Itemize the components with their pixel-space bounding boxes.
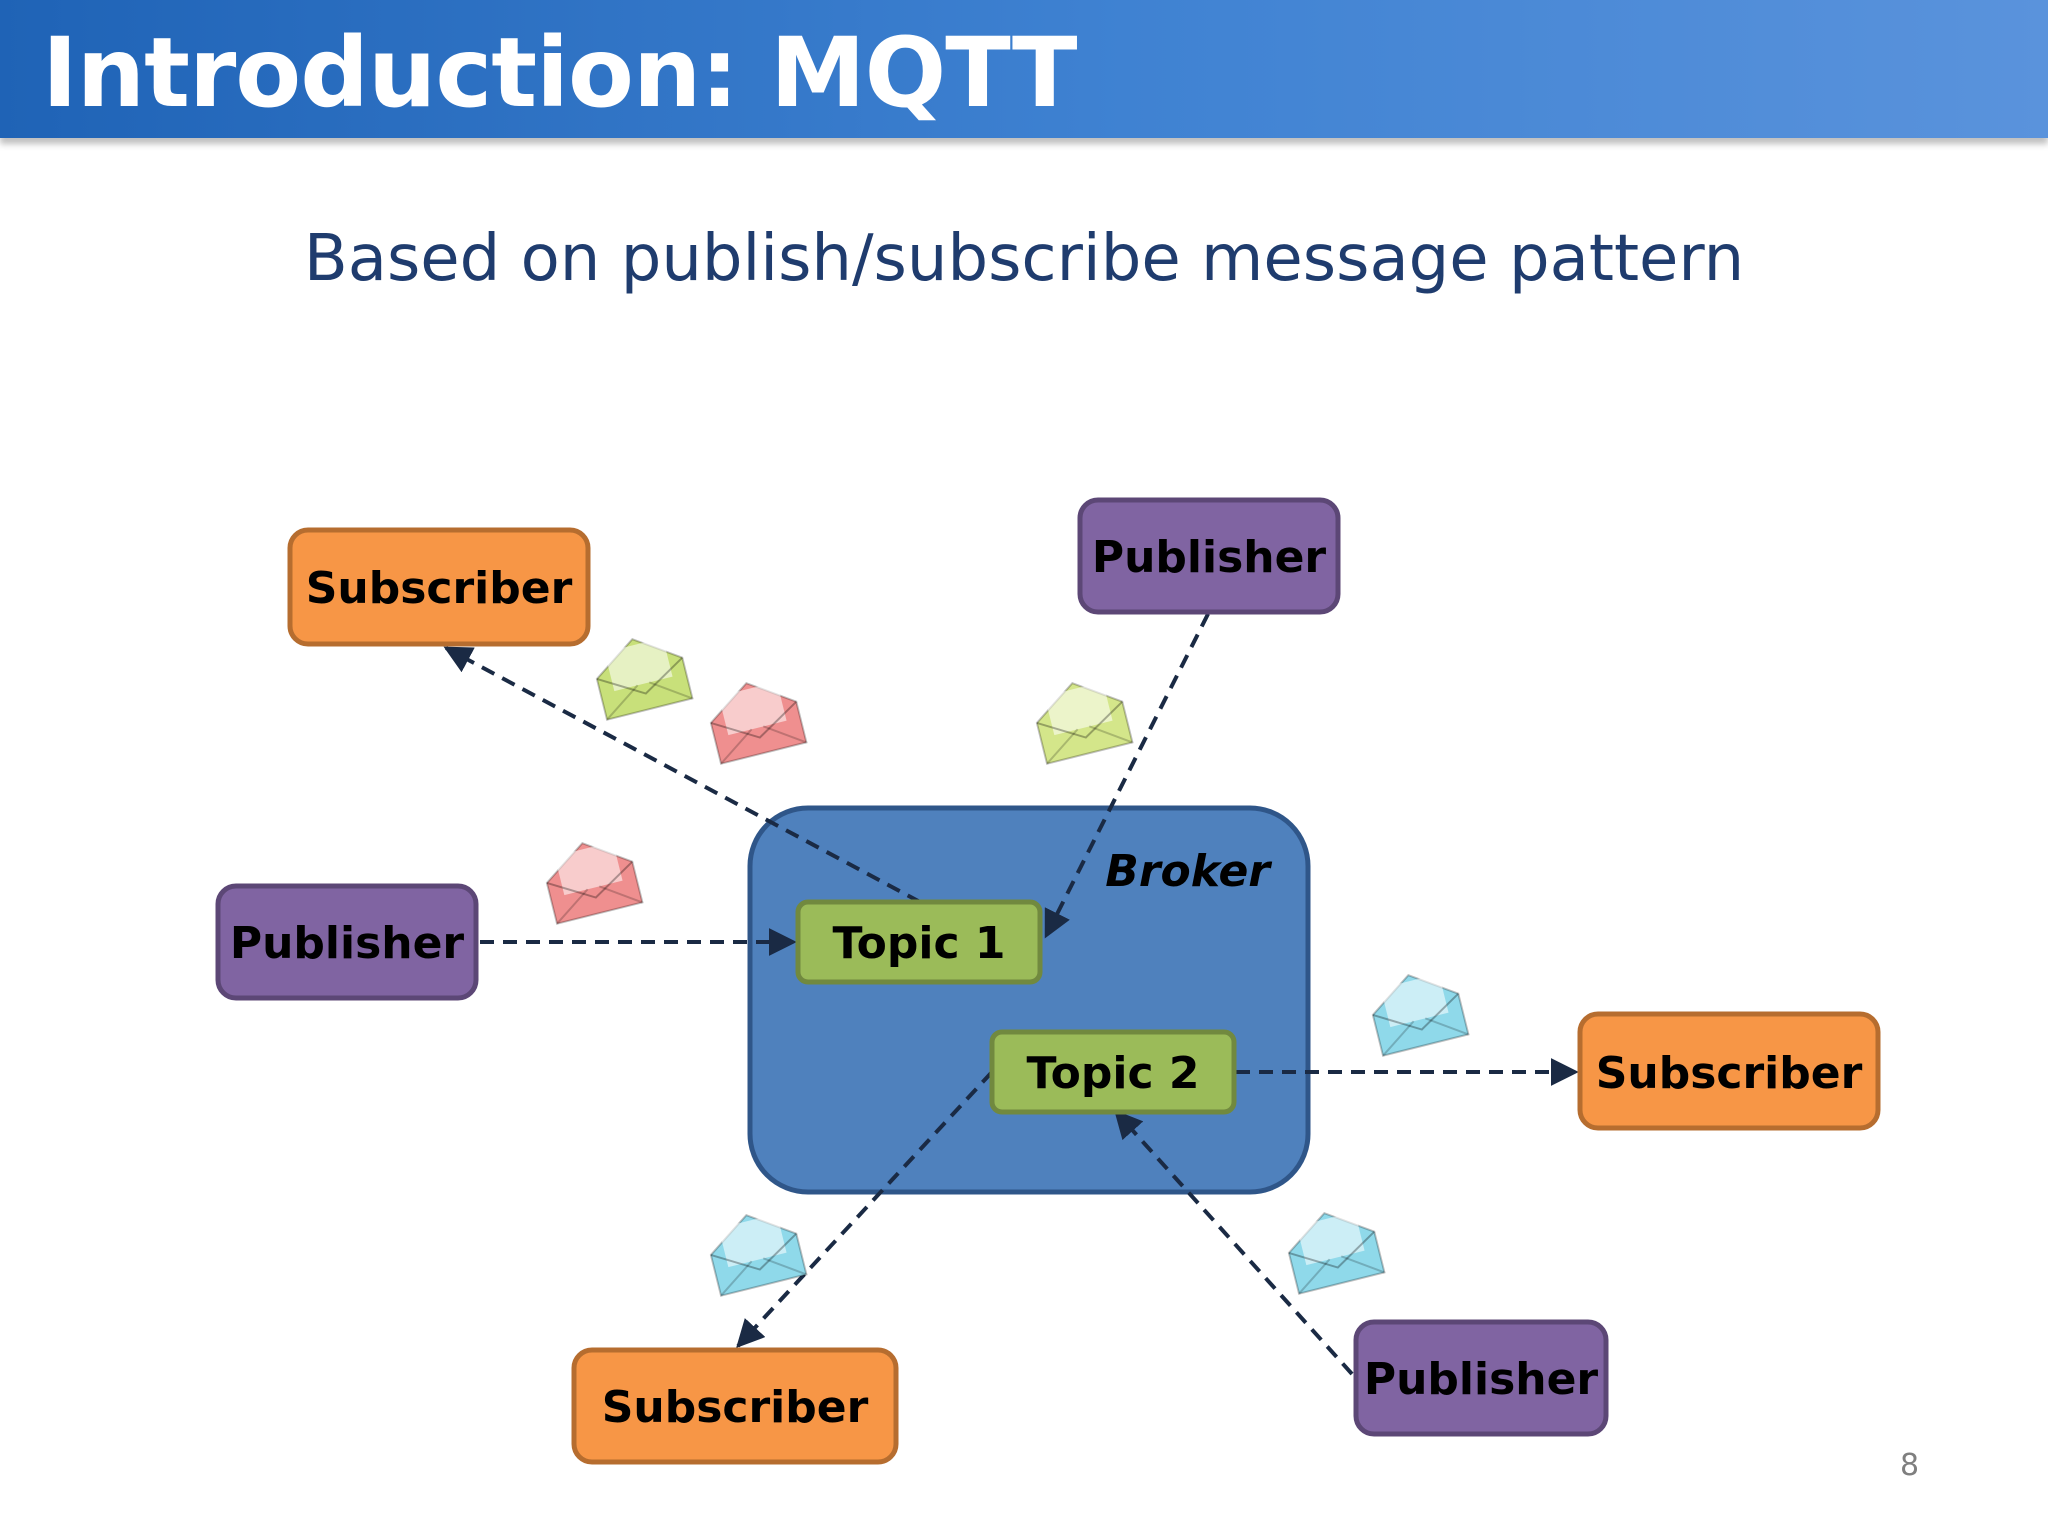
topic-2-label: Topic 2 xyxy=(1027,1048,1200,1099)
publisher-top: Publisher xyxy=(1077,497,1341,615)
subscriber-top-left: Subscriber xyxy=(287,527,591,647)
envelope-icon xyxy=(702,671,808,765)
connection-publisher-top-topic1 xyxy=(1044,613,1210,939)
publisher-bottom-right-label: Publisher xyxy=(1364,1354,1599,1405)
publisher-top-label: Publisher xyxy=(1092,532,1327,583)
topic-1: Topic 1 xyxy=(795,899,1043,985)
topic-2: Topic 2 xyxy=(989,1029,1237,1115)
subscriber-right-label: Subscriber xyxy=(1596,1048,1863,1099)
connections xyxy=(443,613,1579,1376)
envelope-icon xyxy=(588,627,694,721)
connection-topic2-subscriber-bottom xyxy=(736,1070,994,1349)
slide-title: Introduction: MQTT xyxy=(42,17,1077,129)
subscriber-bottom: Subscriber xyxy=(571,1347,899,1465)
publisher-bottom-right: Publisher xyxy=(1353,1319,1609,1437)
slide-subtitle: Based on publish/subscribe message patte… xyxy=(303,222,1745,296)
publisher-left-label: Publisher xyxy=(230,918,465,969)
subscriber-right: Subscriber xyxy=(1577,1011,1881,1131)
publisher-left: Publisher xyxy=(215,883,479,1001)
envelope-icon xyxy=(1364,963,1470,1057)
envelope-icon xyxy=(1028,671,1134,765)
broker-label: Broker xyxy=(1105,846,1272,897)
connection-publisher-bottom-right-topic2 xyxy=(1114,1109,1354,1376)
envelope-icon xyxy=(702,1203,808,1297)
topic-1-label: Topic 1 xyxy=(833,918,1006,969)
title-bar: Introduction: MQTT xyxy=(0,0,2048,138)
subscriber-top-left-label: Subscriber xyxy=(306,563,573,614)
subscriber-bottom-label: Subscriber xyxy=(602,1382,869,1433)
envelope-icon xyxy=(1280,1201,1386,1295)
connection-topic1-subscriber-top-left xyxy=(443,646,921,904)
envelope-icon xyxy=(538,831,644,925)
page-number: 8 xyxy=(1900,1448,1920,1483)
